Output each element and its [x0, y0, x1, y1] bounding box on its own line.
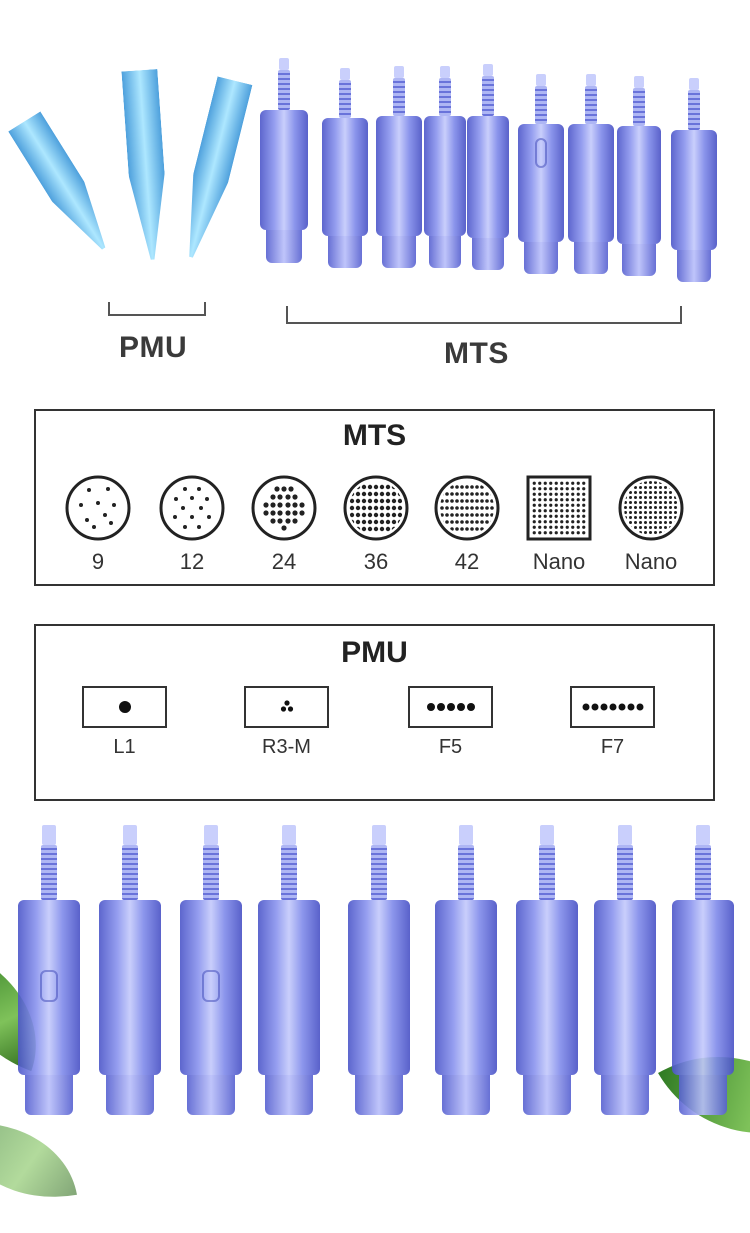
mts-label-9: 9 [91, 549, 105, 574]
mts-panel-title: MTS [342, 419, 407, 452]
mts-needle-nano-round: Nano [616, 475, 686, 575]
mts-cartridge [518, 74, 564, 274]
pmu-cartridge [121, 69, 170, 261]
mts-label-12: 12 [179, 549, 205, 574]
mts-cartridge [99, 825, 161, 1115]
needle-pattern-f5-icon [408, 686, 493, 728]
mts-bracket [286, 306, 682, 324]
mts-cartridge [258, 825, 320, 1115]
mts-cartridge [435, 825, 497, 1115]
mts-cartridge [672, 825, 734, 1115]
pmu-panel-title: PMU [341, 636, 408, 669]
mts-cartridge [516, 825, 578, 1115]
pmu-cartridge [8, 111, 120, 258]
mts-label-nano-square: Nano [532, 549, 586, 574]
mts-cartridge [671, 78, 717, 282]
mts-cartridge [617, 76, 661, 276]
bottom-product-photo [0, 815, 750, 1233]
mts-cartridge [348, 825, 410, 1115]
mts-cartridge [424, 66, 466, 268]
pmu-needle-r3m: R3-M [244, 686, 329, 759]
mts-cartridge [180, 825, 242, 1115]
mts-cartridge [376, 66, 422, 268]
needle-pattern-42-icon [434, 475, 500, 541]
needle-pattern-12-icon [159, 475, 225, 541]
mts-label-36: 36 [363, 549, 389, 574]
mts-cartridge [18, 825, 80, 1115]
pmu-label-l1: L1 [113, 736, 136, 758]
pmu-bracket-label: PMU [119, 331, 188, 364]
top-product-photo: PMU MTS [0, 0, 750, 390]
mts-needle-panel: MTS 9 12 24 [34, 409, 715, 586]
pmu-needle-f5: F5 [408, 686, 493, 759]
mts-needle-42: 42 [432, 475, 502, 575]
mts-cartridge [467, 64, 509, 270]
mts-cartridge [594, 825, 656, 1115]
needle-pattern-36-icon [343, 475, 409, 541]
mts-needle-nano-square: Nano [524, 475, 594, 575]
pmu-cartridge [174, 76, 253, 261]
leaf-left-lower [0, 1106, 77, 1214]
mts-label-42: 42 [454, 549, 480, 574]
mts-bracket-label: MTS [444, 337, 509, 370]
needle-pattern-nano-round-icon [618, 475, 684, 541]
mts-needle-12: 12 [157, 475, 227, 575]
mts-cartridge [260, 58, 308, 263]
needle-pattern-r3m-icon [244, 686, 329, 728]
mts-cartridge [322, 68, 368, 268]
mts-needle-9: 9 [63, 475, 133, 575]
pmu-label-f7: F7 [600, 736, 625, 758]
needle-pattern-f7-icon [570, 686, 655, 728]
pmu-needle-panel: PMU L1 R3-M F5 F7 [34, 624, 715, 801]
mts-needle-24: 24 [249, 475, 319, 575]
mts-cartridge [568, 74, 614, 274]
needle-pattern-9-icon [65, 475, 131, 541]
needle-pattern-l1-icon [82, 686, 167, 728]
mts-label-24: 24 [271, 549, 297, 574]
needle-pattern-nano-square-icon [526, 475, 592, 541]
mts-label-nano-round: Nano [624, 549, 678, 574]
pmu-needle-l1: L1 [82, 686, 167, 759]
pmu-label-f5: F5 [438, 736, 463, 758]
mts-needle-36: 36 [341, 475, 411, 575]
pmu-bracket [108, 302, 206, 316]
pmu-needle-f7: F7 [570, 686, 655, 759]
needle-pattern-24-icon [251, 475, 317, 541]
pmu-label-r3m: R3-M [262, 736, 311, 758]
